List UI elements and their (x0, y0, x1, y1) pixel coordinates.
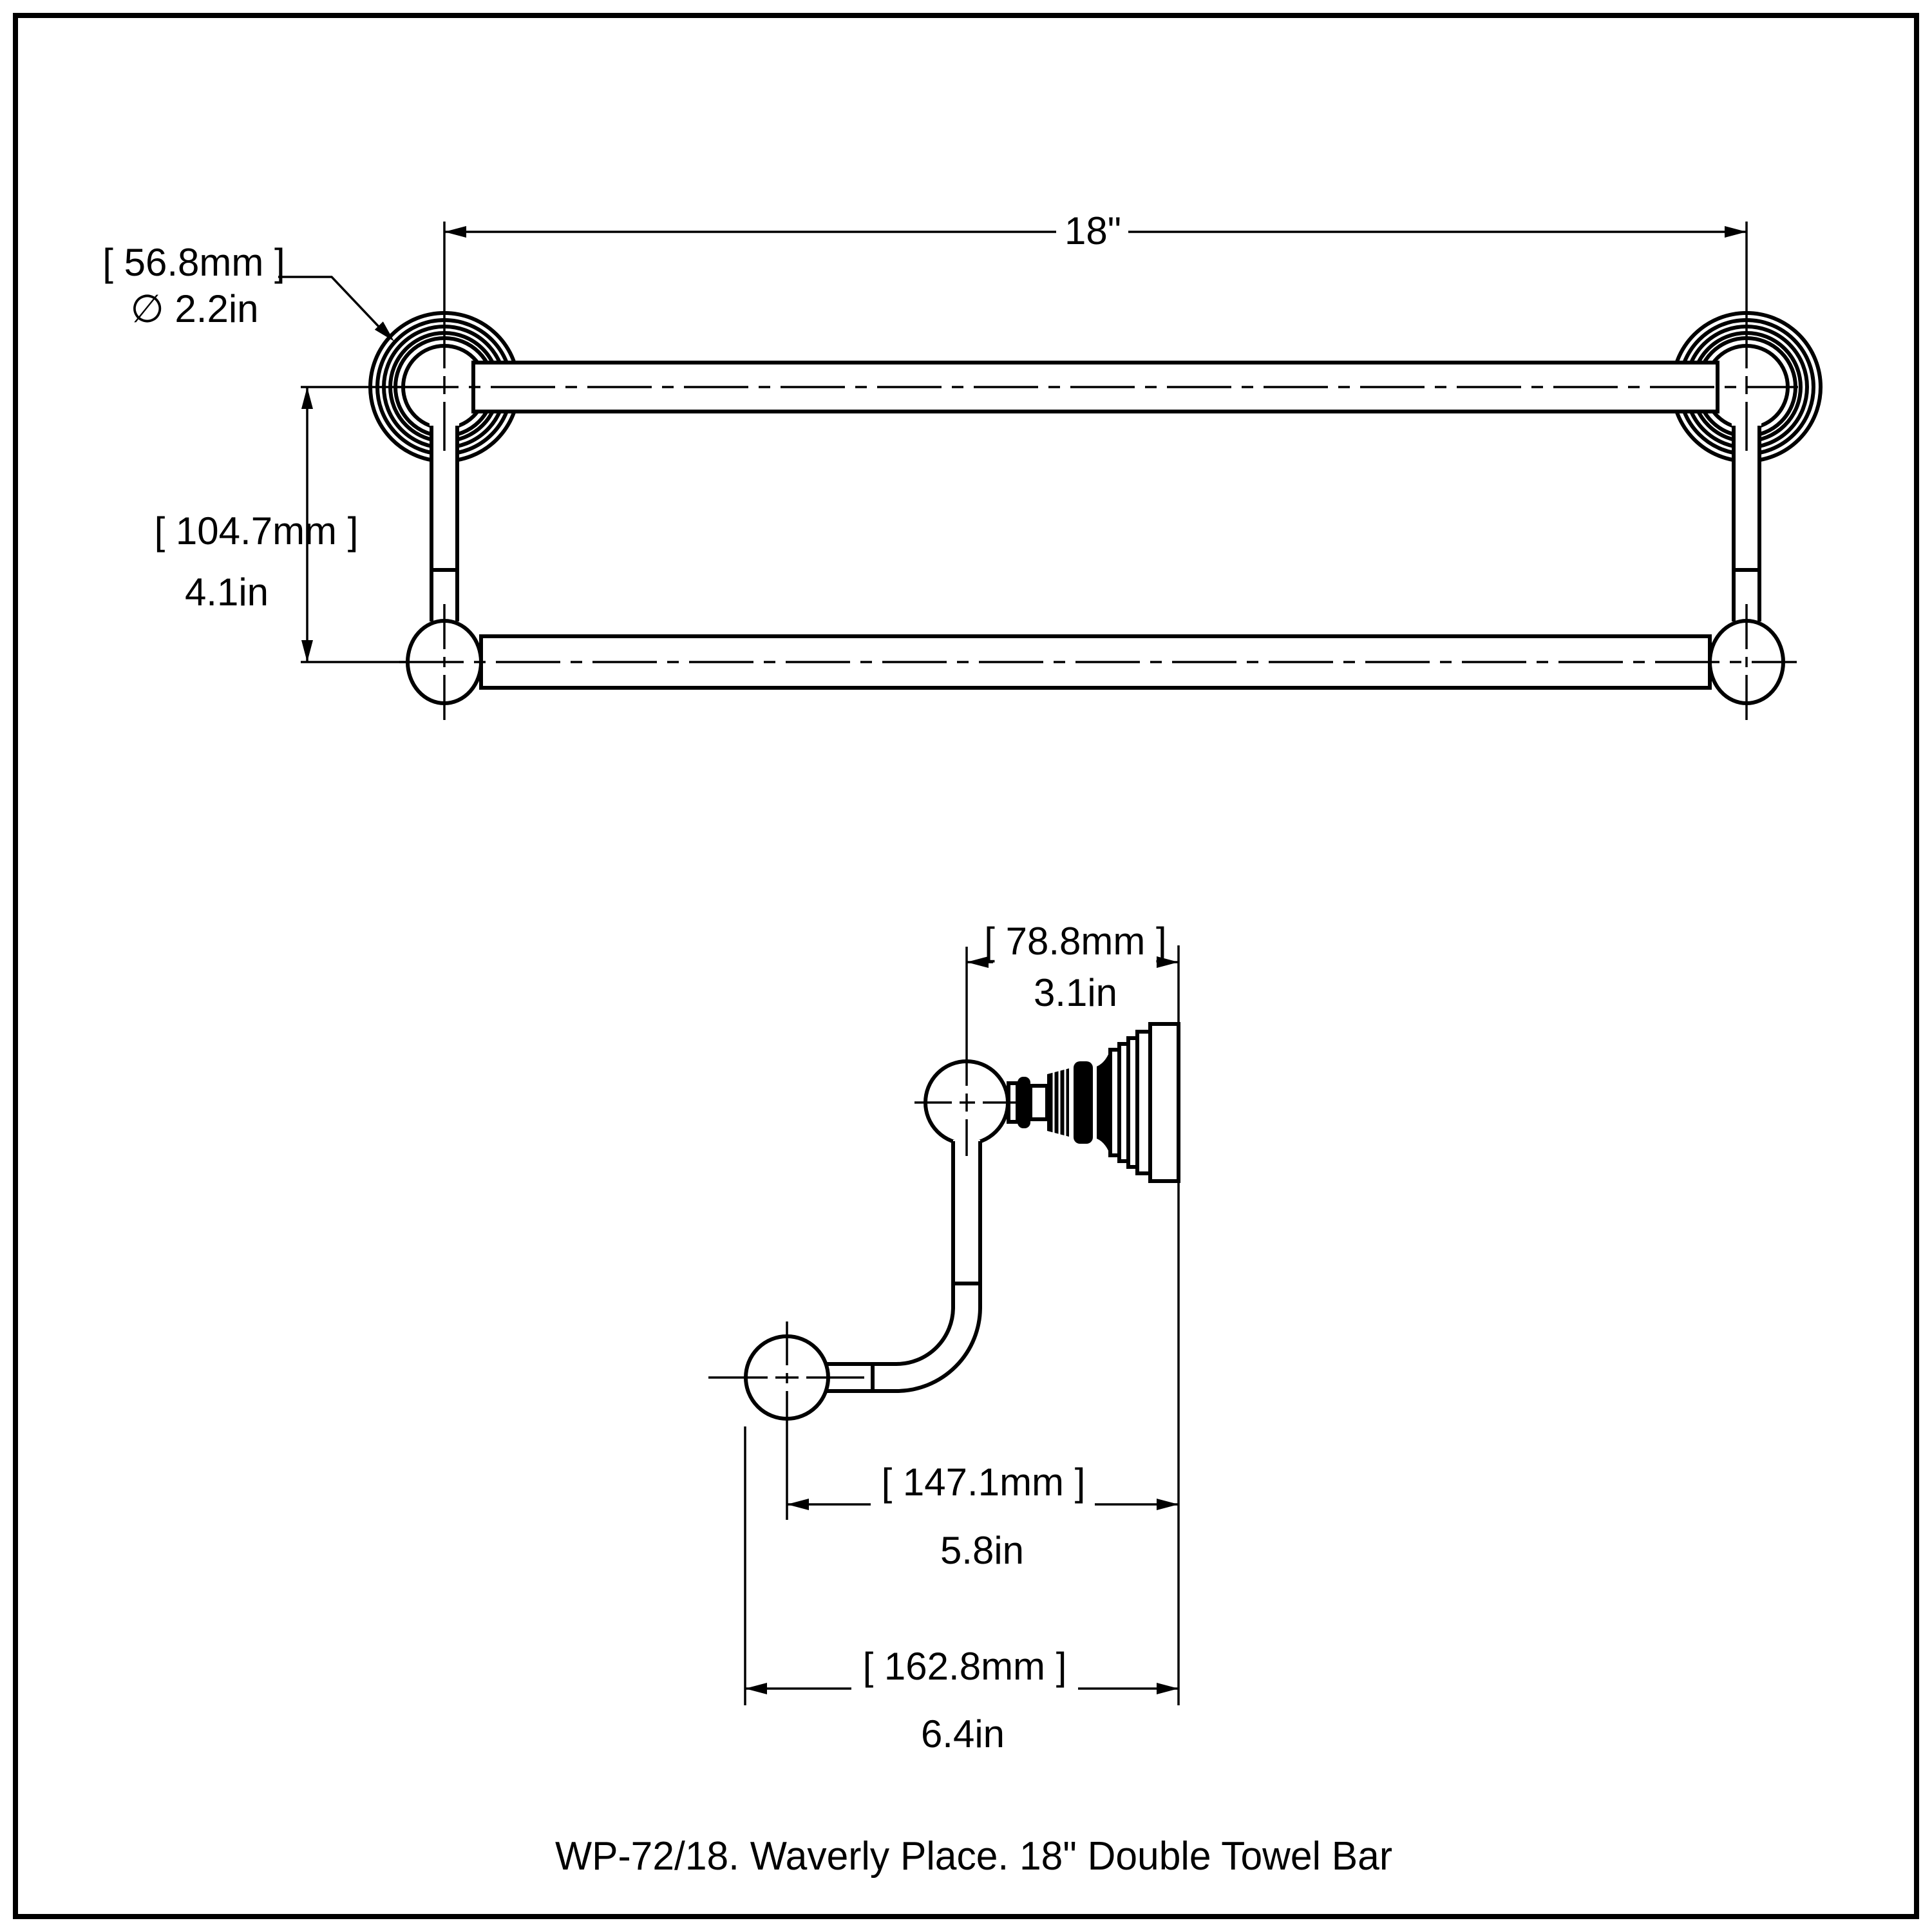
dimension-width-label: 18" (1065, 209, 1121, 252)
dimension-wall-to-hook-center: [ 147.1mm ] 5.8in (787, 1461, 1179, 1572)
caption: WP-72/18. Waverly Place. 18" Double Towe… (555, 1834, 1392, 1879)
left-post (430, 426, 459, 621)
flange-diameter-in-label: ∅ 2.2in (130, 287, 258, 330)
leader-arrowhead-icon (374, 321, 394, 341)
arrowhead-left-icon (745, 1683, 767, 1694)
arrowhead-down-icon (301, 640, 313, 662)
arrowhead-right-icon (1157, 956, 1179, 968)
side-view: [ 78.8mm ] 3.1in [ 147.1mm ] 5.8in [ 162… (708, 920, 1180, 1756)
wall-to-hook-in-label: 5.8in (940, 1529, 1024, 1572)
arrowhead-right-icon (1725, 226, 1747, 238)
overall-depth-in-label: 6.4in (921, 1712, 1005, 1756)
mount-block (1028, 1084, 1049, 1121)
dimension-wall-to-bar: [ 78.8mm ] 3.1in (967, 920, 1179, 1014)
dimension-bar-spacing: [ 104.7mm ] 4.1in (155, 386, 441, 663)
mount-barrel (1074, 1061, 1093, 1144)
front-view: 18" [ 56.8mm ] ∅ 2.2in [ 104.7mm ] 4.1in (102, 209, 1821, 720)
dimension-width: 18" (444, 209, 1747, 252)
bar-spacing-extension-lines (301, 386, 441, 663)
bar-spacing-mm-label: [ 104.7mm ] (155, 509, 359, 553)
flange-diameter-mm-label: [ 56.8mm ] (102, 241, 285, 284)
flange-leader-line (278, 276, 391, 339)
arrowhead-right-icon (1157, 1683, 1179, 1694)
arrowhead-left-icon (787, 1499, 809, 1510)
arrowhead-right-icon (1157, 1499, 1179, 1510)
arrowhead-left-icon (444, 226, 466, 238)
overall-depth-mm-label: [ 162.8mm ] (863, 1645, 1067, 1688)
arrowhead-left-icon (967, 956, 989, 968)
dimension-flange-diameter: [ 56.8mm ] ∅ 2.2in (102, 241, 394, 341)
wall-plate (1148, 1022, 1180, 1183)
wall-to-hook-mm-label: [ 147.1mm ] (882, 1461, 1086, 1504)
arrowhead-up-icon (301, 387, 313, 409)
mount-flare (1097, 1050, 1110, 1155)
mount-cone-striations (1052, 1069, 1066, 1136)
bar-spacing-in-label: 4.1in (185, 571, 269, 614)
wall-to-bar-in-label: 3.1in (1034, 971, 1117, 1014)
flange-step-4 (1108, 1048, 1121, 1157)
wall-to-bar-mm-label: [ 78.8mm ] (984, 920, 1166, 963)
dimension-overall-depth: [ 162.8mm ] 6.4in (745, 1645, 1179, 1756)
right-post (1732, 426, 1761, 621)
hook-arm (826, 1141, 982, 1393)
